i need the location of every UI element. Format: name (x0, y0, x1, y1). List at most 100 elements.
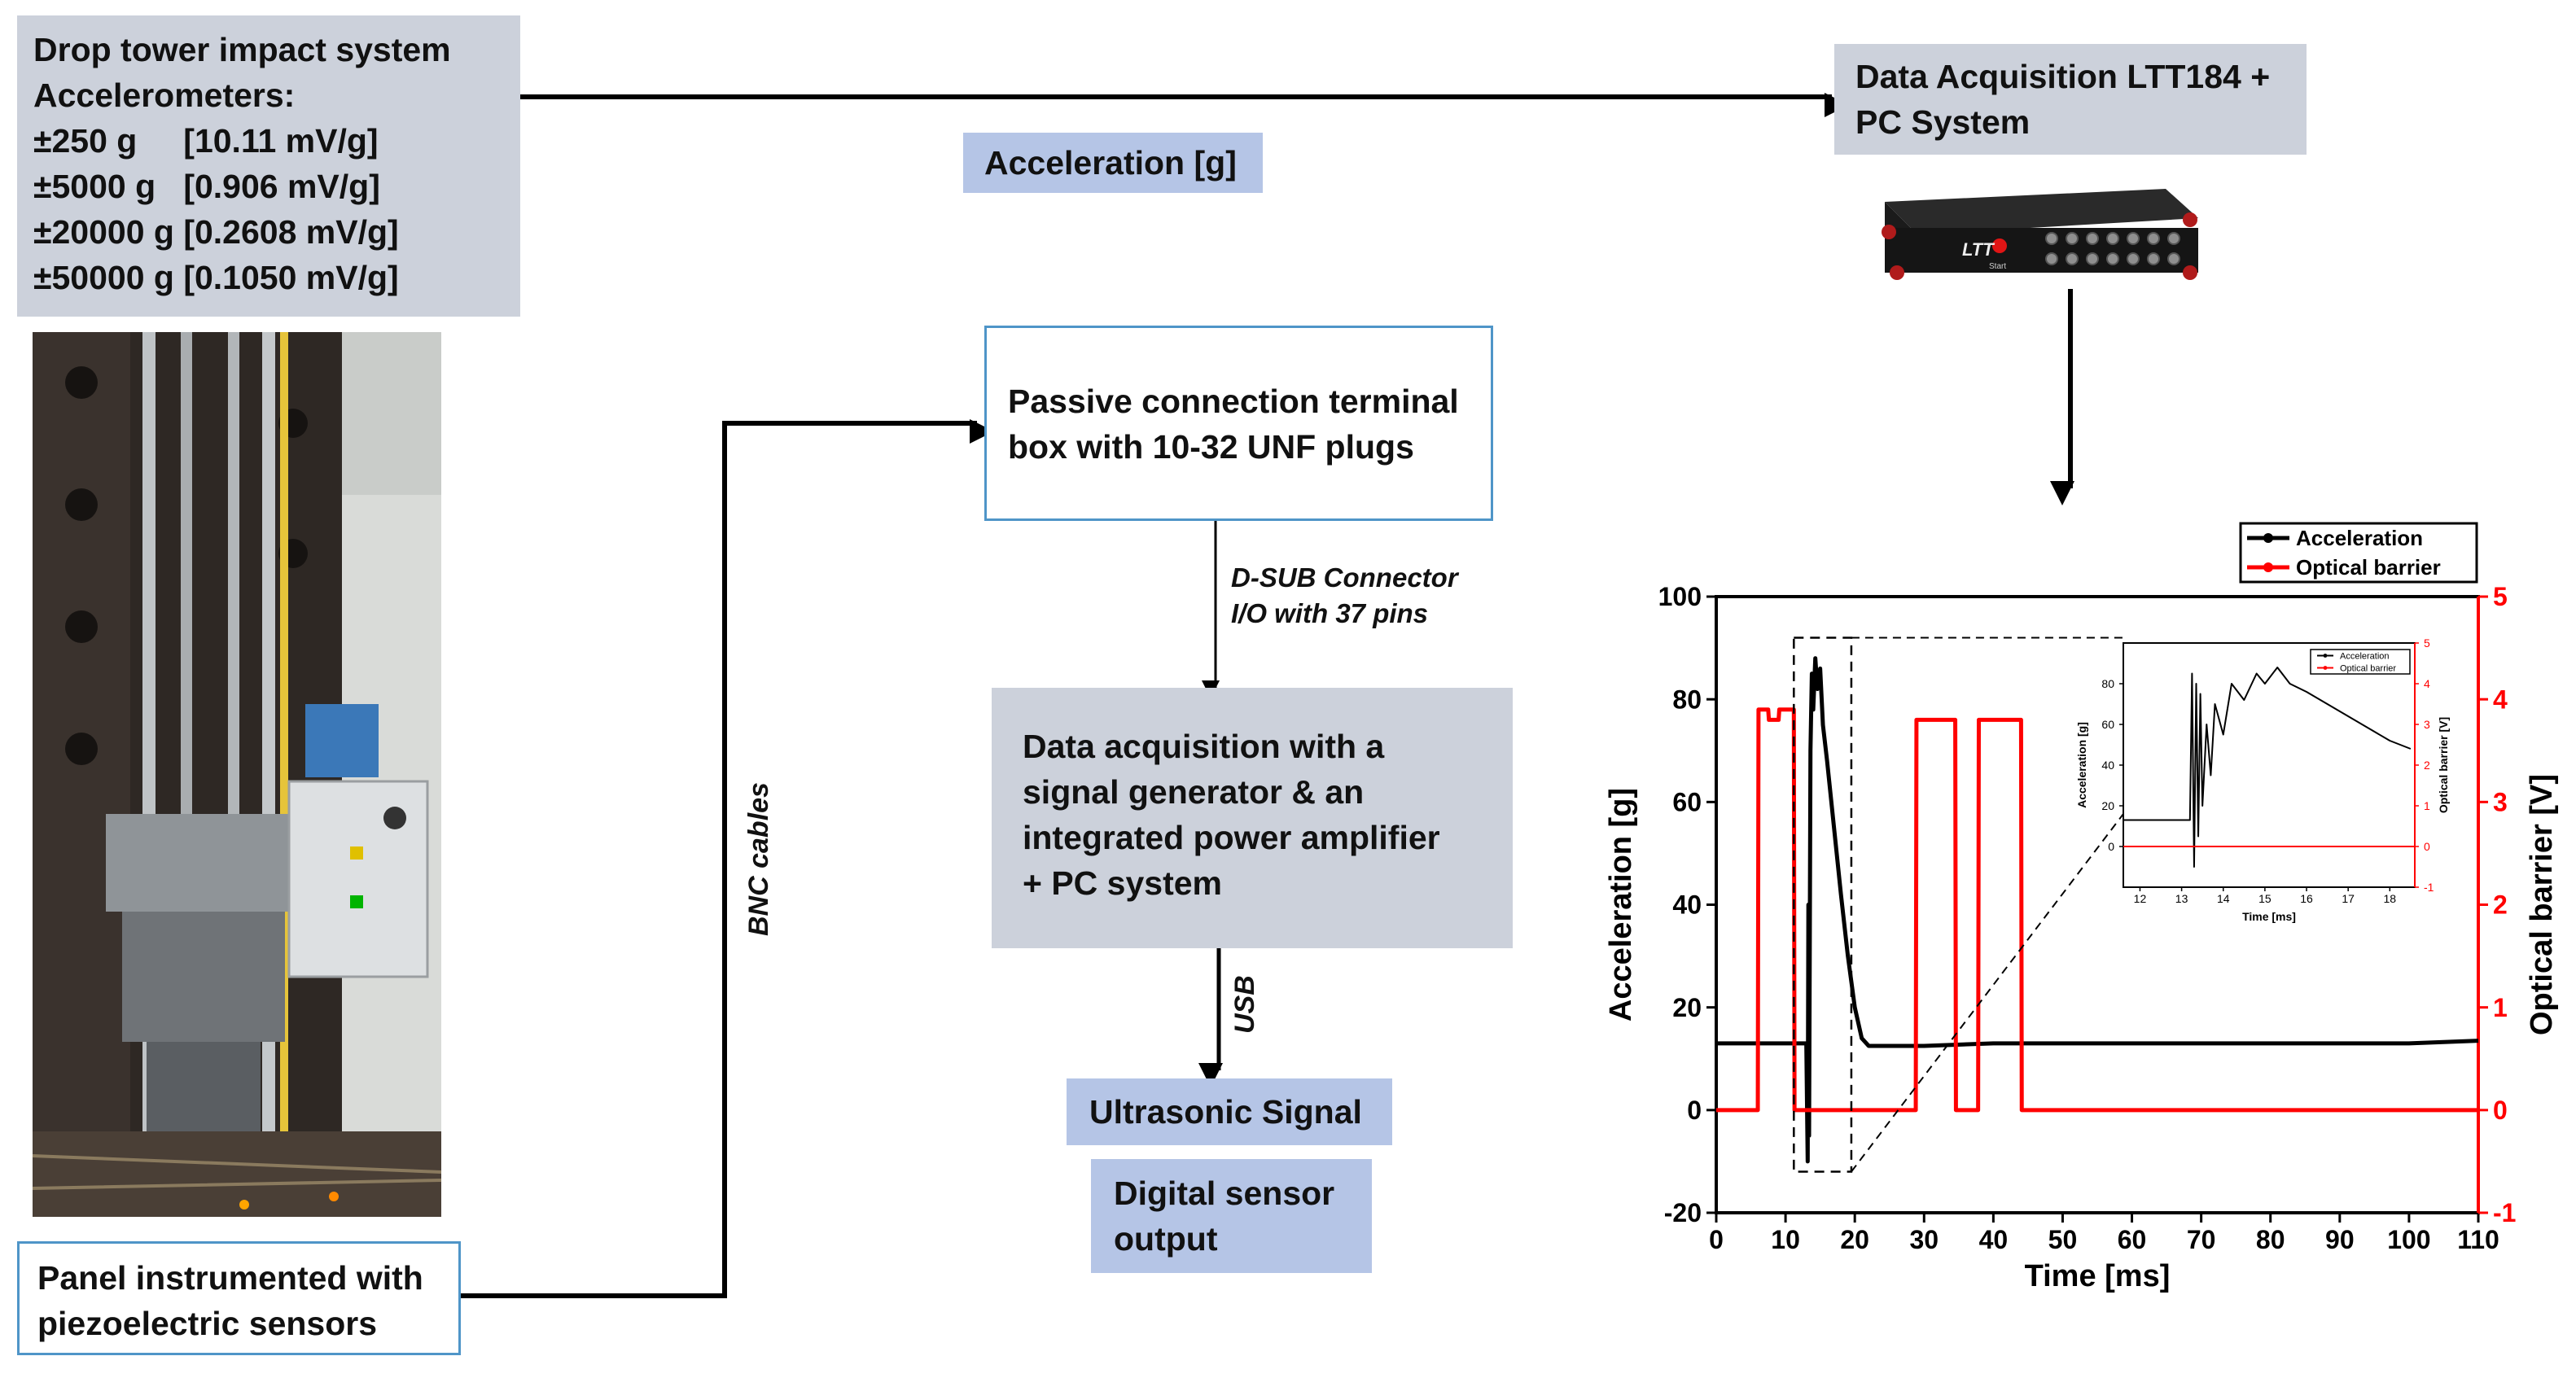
y-tick-label: 0 (1687, 1096, 1702, 1125)
zoom-region (1793, 637, 1853, 1173)
y2-axis-label: Optical barrier [V] (2437, 717, 2450, 813)
x-tick-label: 10 (1771, 1225, 1800, 1254)
y2-tick-label: 4 (2424, 677, 2430, 690)
x-tick-label: 110 (2457, 1225, 2499, 1254)
plot-frame (2123, 642, 2416, 888)
y-tick-label: 20 (1672, 993, 1702, 1022)
y2-tick-label: 1 (2493, 993, 2508, 1022)
x-tick-label: 30 (1909, 1225, 1939, 1254)
y-tick-label: 80 (1672, 685, 1702, 714)
daq-ltt-line2: PC System (1855, 103, 2031, 141)
x-tick-label: 40 (1979, 1225, 2009, 1254)
x-axis-label: Time [ms] (2025, 1259, 2171, 1293)
x-tick-label: 16 (2300, 892, 2313, 905)
legend-marker (2263, 533, 2273, 543)
dsub-line1: D-SUB Connector (1231, 562, 1458, 593)
terminal-box: Passive connection terminal box with 10-… (984, 326, 1493, 521)
usb-label: USB (1229, 975, 1260, 1034)
legend-label: Optical barrier (2296, 555, 2441, 580)
y2-tick-label: 3 (2493, 788, 2508, 817)
terminal-box-line2: box with 10-32 UNF plugs (1008, 428, 1414, 466)
y2-tick-label: 3 (2424, 718, 2430, 731)
y2-tick-label: 0 (2424, 840, 2430, 853)
y2-tick-label: 4 (2493, 685, 2508, 714)
dsub-connector-label: D-SUB Connector I/O with 37 pins (1231, 560, 1458, 632)
y2-axis-label: Optical barrier [V] (2525, 774, 2559, 1035)
x-axis-label: Time [ms] (2242, 910, 2296, 923)
daq-device-brand: LTT (1962, 239, 1995, 260)
y2-tick-label: 5 (2424, 637, 2430, 650)
x-tick-label: 60 (2118, 1225, 2147, 1254)
series-optical-barrier (1716, 707, 2478, 1113)
accelerometer-range-2: ±5000 g [0.906 mV/g] (33, 168, 380, 205)
y-tick-label: 40 (2101, 759, 2114, 772)
drop-tower-title: Drop tower impact system (33, 31, 451, 68)
connector-lines (461, 93, 2074, 1298)
daq-signal-line3: integrated power amplifier (1023, 819, 1440, 856)
legend-marker (2263, 562, 2273, 572)
daq-ltt-line1: Data Acquisition LTT184 + (1855, 58, 2271, 95)
x-tick-label: 0 (1709, 1225, 1724, 1254)
daq-signal-line1: Data acquisition with a (1023, 728, 1385, 765)
x-tick-label: 18 (2384, 892, 2397, 905)
accelerometer-range-3: ±20000 g [0.2608 mV/g] (33, 213, 399, 251)
daq-signal-line2: signal generator & an (1023, 773, 1365, 811)
daq-ltt-box: Data Acquisition LTT184 + PC System (1834, 44, 2307, 155)
y-tick-label: 20 (2101, 799, 2114, 812)
digital-output-box: Digital sensor output (1091, 1159, 1372, 1273)
legend-label: Acceleration (2340, 651, 2390, 661)
y-tick-label: 60 (2101, 718, 2114, 731)
legend-box (2239, 522, 2478, 584)
x-tick-label: 90 (2325, 1225, 2355, 1254)
acceleration-label-box: Acceleration [g] (963, 133, 1263, 193)
legend-box (2310, 649, 2411, 675)
x-tick-label: 17 (2342, 892, 2355, 905)
y-axis-label: Acceleration [g] (1604, 788, 1638, 1021)
dsub-line2: I/O with 37 pins (1231, 598, 1429, 628)
x-tick-label: 100 (2387, 1225, 2430, 1254)
y-tick-label: 80 (2101, 677, 2114, 690)
daq-device-button-label: Start (1989, 262, 2006, 271)
series-acceleration (2123, 667, 2412, 868)
acceleration-label: Acceleration [g] (984, 144, 1237, 182)
y2-tick-label: -1 (2493, 1198, 2516, 1227)
panel-box: Panel instrumented with piezoelectric se… (17, 1241, 461, 1355)
terminal-box-line1: Passive connection terminal (1008, 383, 1459, 420)
drop-tower-photo (32, 332, 442, 1217)
panel-line2: piezoelectric sensors (37, 1305, 378, 1342)
y2-tick-label: 5 (2493, 582, 2508, 611)
y2-tick-label: -1 (2424, 881, 2434, 894)
x-tick-label: 12 (2134, 892, 2147, 905)
accelerometers-heading: Accelerometers: (33, 77, 296, 114)
y2-tick-label: 2 (2493, 890, 2508, 920)
digital-output-line1: Digital sensor (1114, 1175, 1335, 1212)
y2-tick-label: 2 (2424, 759, 2430, 772)
legend-marker (2323, 654, 2328, 658)
y-tick-label: 0 (2108, 840, 2114, 853)
daq-device-image (1882, 189, 2198, 280)
x-tick-label: 20 (1840, 1225, 1869, 1254)
daq-signal-line4: + PC system (1023, 864, 1222, 902)
ultrasonic-signal-box: Ultrasonic Signal (1067, 1078, 1392, 1145)
y-tick-label: 40 (1672, 890, 1702, 920)
x-tick-label: 50 (2048, 1225, 2078, 1254)
bnc-cables-label: BNC cables (743, 782, 774, 936)
series-acceleration (1716, 656, 2479, 1164)
y2-tick-label: 1 (2424, 799, 2430, 812)
x-tick-label: 15 (2258, 892, 2272, 905)
x-tick-label: 80 (2256, 1225, 2285, 1254)
daq-signal-box: Data acquisition with a signal generator… (992, 688, 1513, 948)
drop-tower-box: Drop tower impact system Accelerometers:… (17, 15, 520, 317)
legend-label: Acceleration (2296, 526, 2423, 550)
digital-output-line2: output (1114, 1220, 1218, 1258)
zoom-connector-bottom (1851, 813, 2124, 1173)
y2-tick-label: 0 (2493, 1096, 2508, 1125)
x-tick-label: 70 (2187, 1225, 2216, 1254)
y-tick-label: 100 (1658, 582, 1702, 611)
legend-label: Optical barrier (2340, 663, 2396, 673)
ultrasonic-signal-label: Ultrasonic Signal (1089, 1093, 1362, 1131)
x-tick-label: 14 (2217, 892, 2230, 905)
